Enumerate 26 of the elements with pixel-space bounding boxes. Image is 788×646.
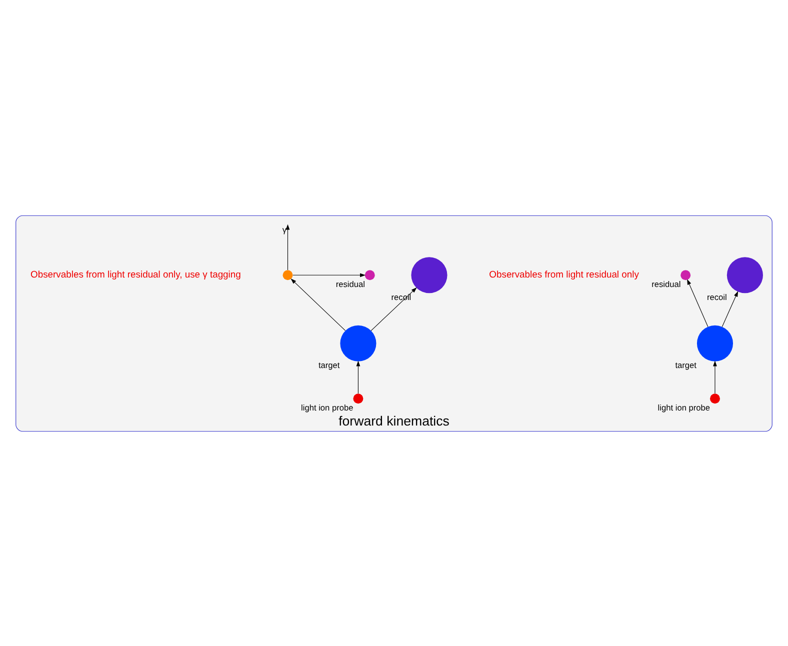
arrow [722,290,738,327]
node-label: target [318,360,340,370]
label: Observables from light residual only, use γ tagging [30,268,241,279]
arrow [356,360,360,394]
arrow [370,286,417,330]
node-circle [353,393,364,404]
node-circle [340,324,376,361]
node-circle [726,256,763,293]
node-label: target [675,360,696,370]
node-circle [710,393,720,404]
arrow [713,360,717,394]
node-label: light ion probe [301,402,354,412]
arrow [687,278,708,327]
node-circle [364,270,375,280]
node-label: residual [652,278,681,288]
node-label: recoil [706,291,727,302]
arrow [290,278,346,330]
node-circle [680,270,691,280]
node-circle [282,270,293,280]
node-circle [696,324,734,361]
label: Observables from light residual only [489,268,639,279]
node-label: residual [336,278,366,288]
node-label: light ion probe [658,402,710,412]
edge-label: γ [282,224,286,234]
arrow [286,224,290,270]
arrow [292,272,366,277]
